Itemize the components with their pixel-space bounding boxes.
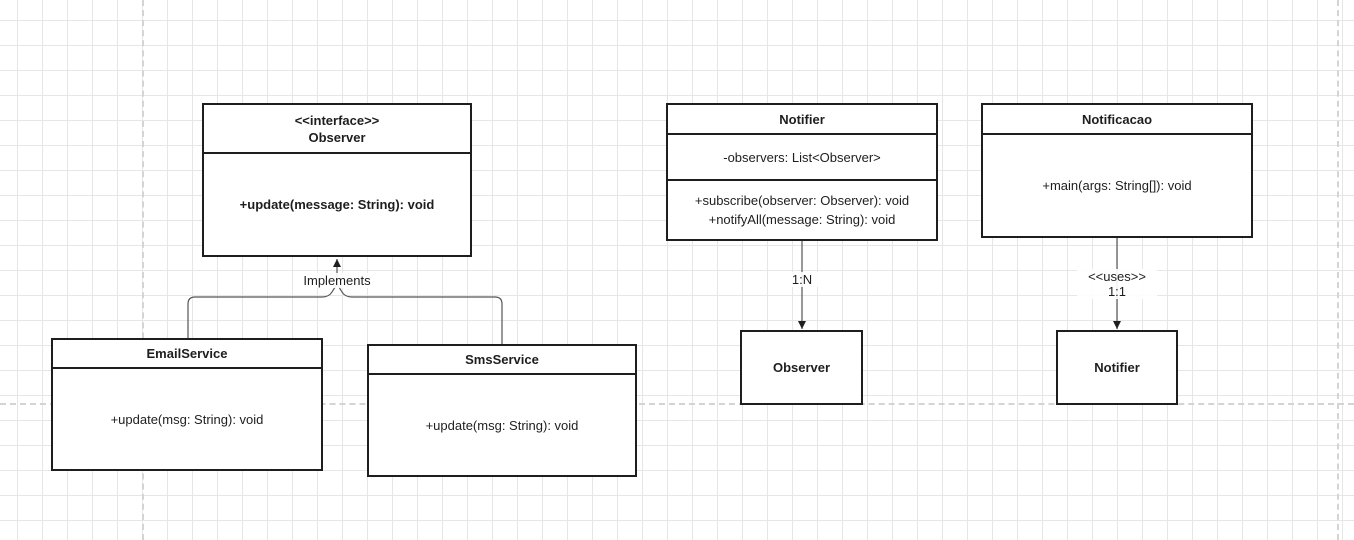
sms-service-name: SmsService [465,352,539,367]
sms-service-update-method: +update(msg: String): void [425,417,579,433]
notifier-reference-name: Notifier [1094,360,1140,375]
notificacao-main-method: +main(args: String[]): void [1042,178,1192,193]
email-service-name: EmailService [146,346,228,361]
observer-interface-name: Observer [308,129,366,145]
uses-label: <<uses>> 1:1 [1077,269,1157,299]
notifier-header: Notifier [668,105,936,135]
email-service-box[interactable]: EmailService +update(msg: String): void [51,338,323,471]
notifier-class-box[interactable]: Notifier -observers: List<Observer> +sub… [666,103,938,241]
notifier-notifyall-method: +notifyAll(message: String): void [708,212,896,227]
notificacao-class-box[interactable]: Notificacao +main(args: String[]): void [981,103,1253,238]
observer-reference-box[interactable]: Observer [740,330,863,405]
sms-service-header: SmsService [369,346,635,375]
observer-update-method: +update(message: String): void [239,197,435,212]
observer-interface-methods: +update(message: String): void [204,154,470,255]
notifier-subscribe-method: +subscribe(observer: Observer): void [694,193,910,208]
notifier-attributes: -observers: List<Observer> [668,135,936,181]
implements-connector-sms [336,283,503,345]
notifier-reference-body: Notifier [1058,332,1176,403]
implements-connector-email [187,283,338,339]
uses-multiplicity: 1:1 [1107,284,1127,299]
notifier-observer-multiplicity: 1:N [782,272,822,287]
sms-service-methods: +update(msg: String): void [369,375,635,475]
sms-service-box[interactable]: SmsService +update(msg: String): void [367,344,637,477]
observer-interface-box[interactable]: <<interface>> Observer +update(message: … [202,103,472,257]
observer-reference-name: Observer [772,360,831,375]
guide-line-vertical-right [1337,0,1339,540]
notifier-observers-attribute: -observers: List<Observer> [723,149,881,165]
notifier-reference-box[interactable]: Notifier [1056,330,1178,405]
email-service-update-method: +update(msg: String): void [110,411,264,427]
email-service-header: EmailService [53,340,321,369]
implements-label: Implements [296,273,378,288]
notificacao-methods: +main(args: String[]): void [983,135,1251,236]
notifier-class-name: Notifier [779,111,825,127]
observer-reference-body: Observer [742,332,861,403]
notificacao-class-name: Notificacao [1081,111,1153,127]
interface-stereotype: <<interface>> [294,112,380,128]
notificacao-header: Notificacao [983,105,1251,135]
notifier-methods: +subscribe(observer: Observer): void +no… [668,181,936,239]
guide-line-horizontal [0,403,1354,405]
email-service-methods: +update(msg: String): void [53,369,321,469]
guide-line-vertical-left [142,0,144,540]
uses-stereotype: <<uses>> [1088,269,1146,284]
observer-interface-header: <<interface>> Observer [204,105,470,154]
